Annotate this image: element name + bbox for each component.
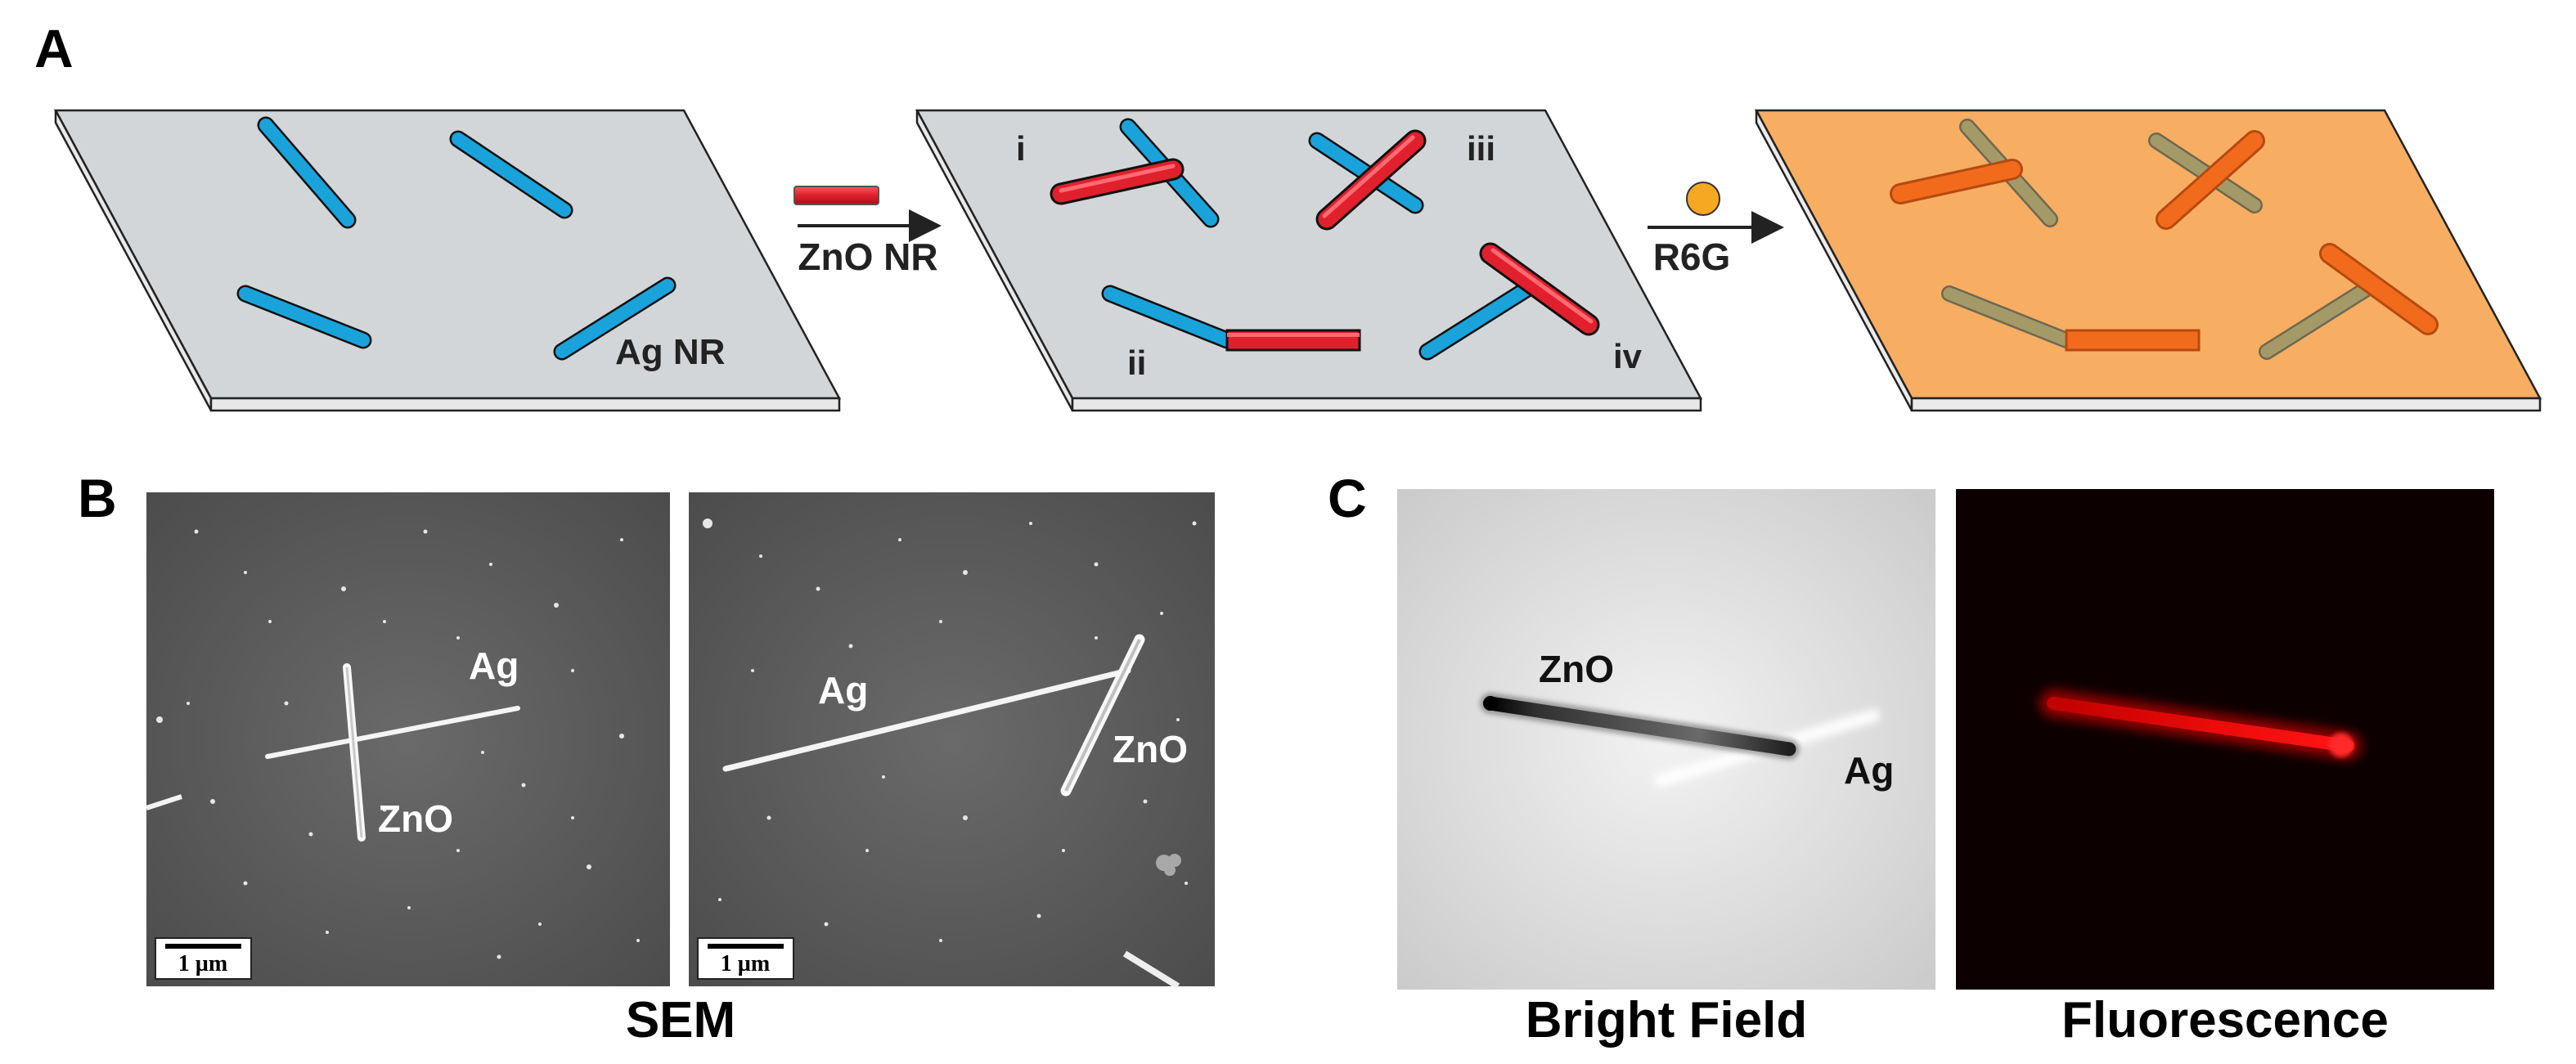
panel-b-letter: B [78, 468, 117, 528]
bf-zno-label: ZnO [1539, 648, 1614, 690]
sem-right-ag-label: Ag [818, 669, 868, 712]
r6g-dye-icon [1686, 182, 1720, 216]
hybrid-configs [1050, 118, 1600, 361]
config-iii-label: iii [1467, 129, 1495, 168]
r6g-label: R6G [1653, 236, 1731, 278]
substrate-2 [915, 109, 1703, 412]
sem-image-right [689, 492, 1215, 990]
step1-arrow [793, 186, 942, 242]
zno-nr-label: ZnO NR [798, 236, 937, 278]
substrate-3 [1754, 109, 2542, 412]
sem-right-scale-label: 1 µm [721, 951, 770, 976]
bright-field-image [1397, 489, 1935, 990]
ag-nr-label: Ag NR [615, 332, 725, 372]
sem-image-left [146, 492, 670, 986]
ag-nanorods-initial [236, 116, 677, 361]
sem-left-ag-label: Ag [469, 644, 519, 687]
bright-field-caption: Bright Field [1526, 992, 1807, 1048]
fluorescence-caption: Fluorescence [2061, 992, 2389, 1048]
substrate-1 [53, 109, 842, 412]
step2-arrow [1648, 182, 1784, 244]
sem-debris [1156, 854, 1181, 876]
panel-c-letter: C [1328, 468, 1367, 528]
config-iv-label: iv [1613, 337, 1643, 375]
sem-left-scale-label: 1 µm [178, 951, 227, 976]
panel-a-letter: A [34, 18, 74, 79]
fluorescence-image [1956, 489, 2494, 990]
bf-ag-label: Ag [1844, 749, 1894, 792]
sem-caption: SEM [626, 992, 735, 1048]
config-i-label: i [1016, 129, 1026, 168]
dyed-configs [1890, 119, 2439, 360]
sem-left-zno-label: ZnO [378, 797, 453, 840]
sem-right-zno-label: ZnO [1113, 728, 1188, 770]
config-ii-label: ii [1127, 343, 1146, 382]
